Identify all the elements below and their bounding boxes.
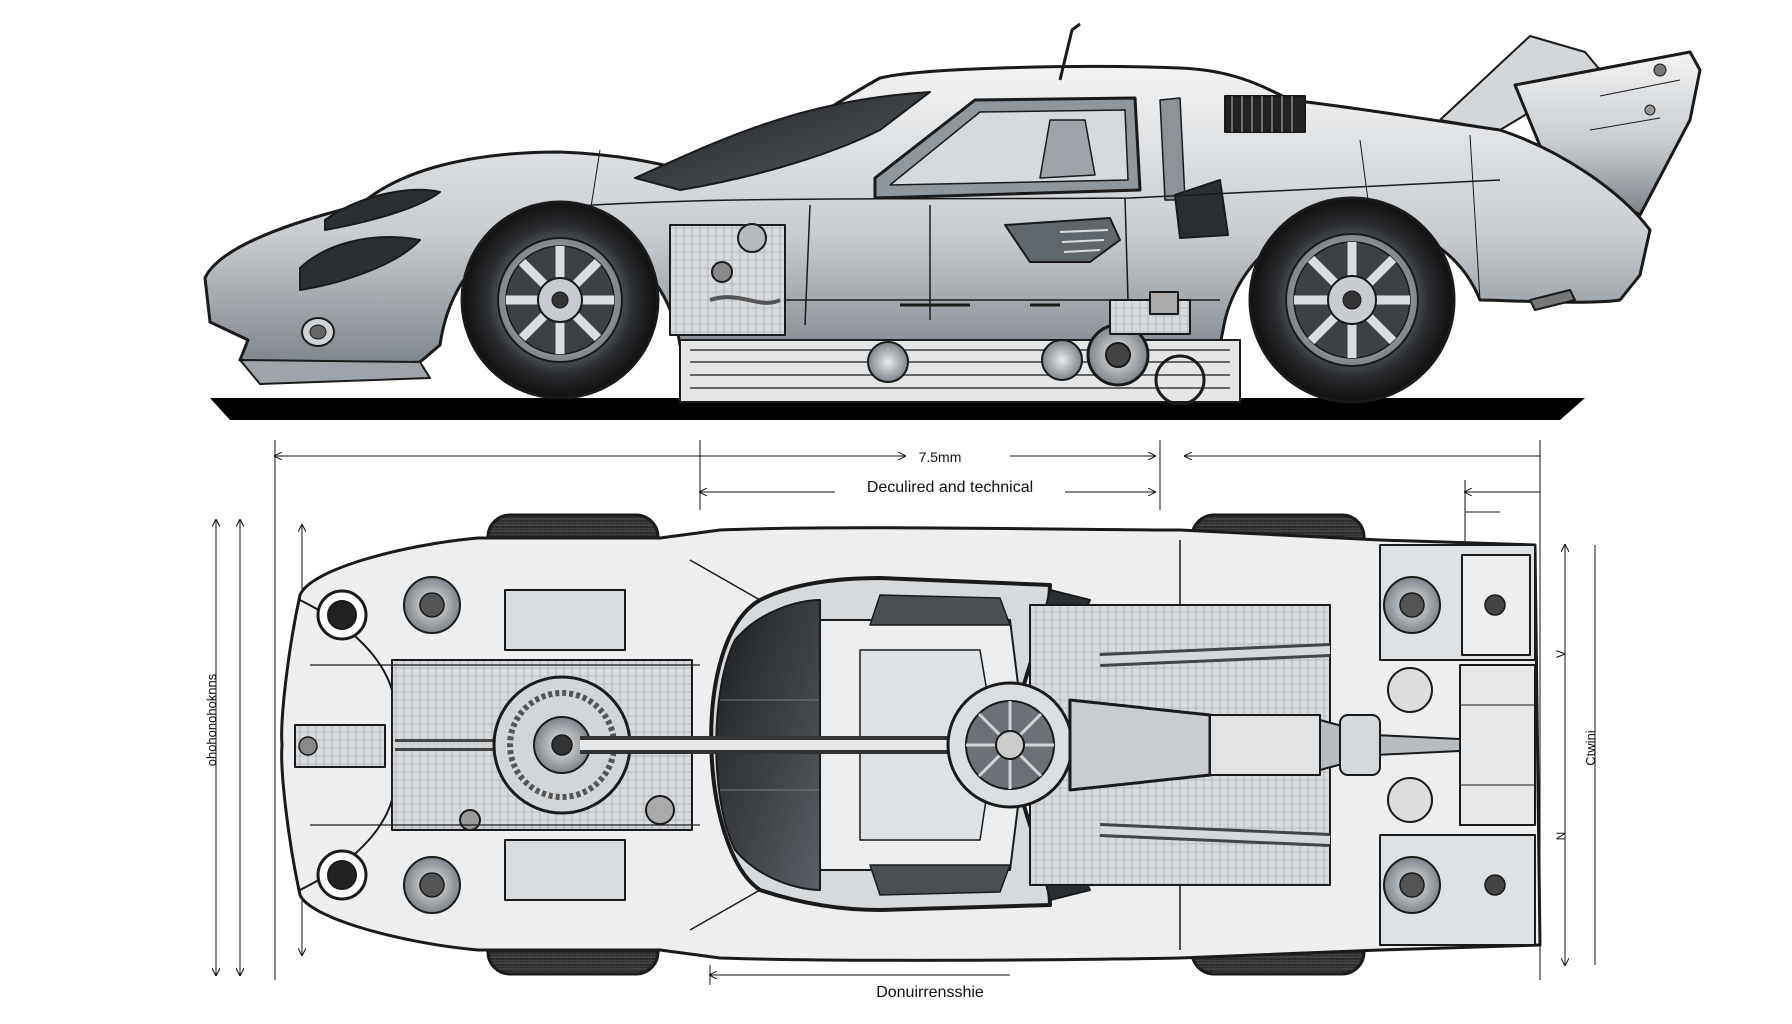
- front-wheel: [460, 200, 660, 400]
- top-caption-label: Deculired and technical: [867, 479, 1033, 496]
- windshield: [634, 91, 931, 191]
- rear-louvres: [1224, 95, 1306, 133]
- rear-wheel: [1248, 196, 1456, 404]
- ground-shadow: [210, 398, 1585, 420]
- left-vertical-label: ohohonohoknns: [204, 673, 219, 766]
- rear-section: [1379, 544, 1536, 946]
- right-vertical-label: Ctwini: [1583, 730, 1598, 766]
- engine-assembly: [580, 604, 1481, 886]
- front-axle-assembly: [391, 589, 693, 901]
- side-view: [203, 22, 1702, 420]
- bottom-caption-label: Donuirrensshie: [876, 984, 984, 1001]
- exposed-mechanics: [669, 223, 1241, 406]
- right-tick-upper: V: [1554, 650, 1568, 658]
- dimension-lines: [216, 440, 1596, 985]
- right-tick-lower: N: [1554, 832, 1568, 841]
- top-dimension-label: 7.5mm: [919, 449, 962, 465]
- underbody-top-view: [280, 513, 1542, 976]
